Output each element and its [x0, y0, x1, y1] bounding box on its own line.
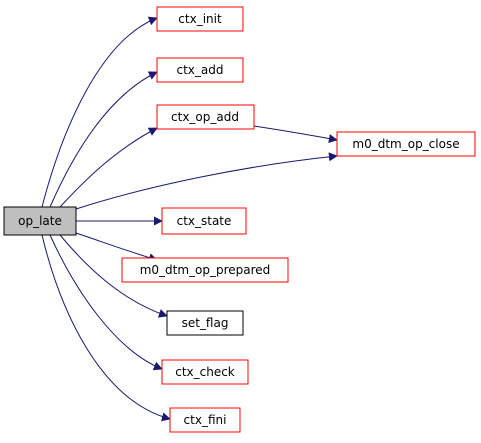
node-m0_dtm_op_close-label: m0_dtm_op_close — [352, 137, 459, 151]
node-op_late[interactable]: op_late — [3, 206, 77, 236]
nodes: op_late ctx_init ctx_add ctx_op_add m0_d… — [3, 6, 476, 433]
node-m0_dtm_op_close[interactable]: m0_dtm_op_close — [336, 131, 476, 157]
node-ctx_check[interactable]: ctx_check — [161, 359, 249, 385]
node-ctx_op_add-label: ctx_op_add — [171, 110, 239, 124]
node-ctx_check-label: ctx_check — [175, 365, 235, 379]
node-set_flag[interactable]: set_flag — [166, 310, 244, 336]
edge-op_late-to-ctx_add — [49, 71, 158, 208]
node-set_flag-box — [166, 310, 244, 336]
node-set_flag-label: set_flag — [182, 316, 229, 330]
node-ctx_add-label: ctx_add — [177, 63, 224, 77]
edge-op_late-to-ctx_op_add — [59, 127, 158, 208]
node-ctx_op_add[interactable]: ctx_op_add — [156, 104, 255, 130]
node-m0_dtm_op_prepared[interactable]: m0_dtm_op_prepared — [121, 257, 289, 283]
node-op_late-label: op_late — [18, 214, 62, 228]
node-ctx_fini-box — [169, 407, 241, 433]
node-ctx_add[interactable]: ctx_add — [156, 57, 244, 83]
node-ctx_add-box — [156, 57, 244, 83]
edge-op_late-to-ctx_check — [49, 234, 163, 371]
node-m0_dtm_op_prepared-label: m0_dtm_op_prepared — [140, 263, 271, 277]
edge-op_late-to-ctx_init — [41, 16, 158, 208]
node-m0_dtm_op_close-box — [336, 131, 476, 157]
edge-op_late-to-ctx_fini — [41, 234, 171, 422]
node-ctx_state-label: ctx_state — [177, 214, 232, 228]
node-ctx_state[interactable]: ctx_state — [161, 207, 247, 235]
node-ctx_fini-label: ctx_fini — [184, 413, 227, 427]
edges — [41, 16, 338, 422]
edge-ctx_op_add-to-m0_dtm_op_close — [253, 125, 338, 143]
node-m0_dtm_op_prepared-box — [121, 257, 289, 283]
edge-op_late-to-m0_dtm_op_close — [75, 152, 338, 210]
node-op_late-box — [3, 206, 77, 236]
node-ctx_init-label: ctx_init — [178, 12, 222, 26]
node-ctx_check-box — [161, 359, 249, 385]
node-ctx_fini[interactable]: ctx_fini — [169, 407, 241, 433]
node-ctx_state-box — [161, 207, 247, 235]
edge-op_late-to-m0_dtm_op_prepared — [75, 232, 158, 263]
edge-op_late-to-set_flag — [59, 234, 168, 318]
node-ctx_init[interactable]: ctx_init — [156, 6, 244, 32]
node-ctx_op_add-box — [156, 104, 255, 130]
node-ctx_init-box — [156, 6, 244, 32]
